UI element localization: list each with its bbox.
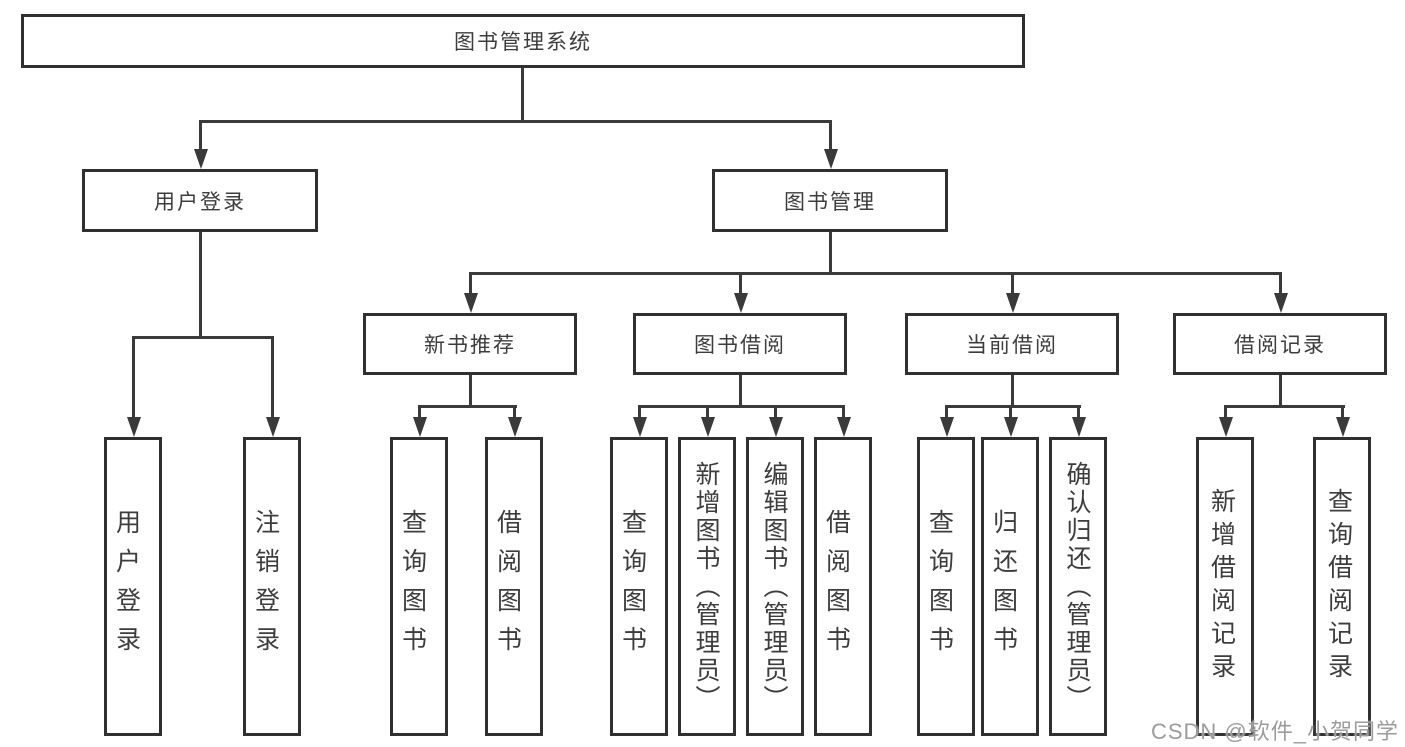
node-book-management: 图书管理 (712, 169, 948, 232)
arrowhead-down-icon (508, 417, 522, 437)
leaf-edit-books-admin: 编辑图书（管理员） (746, 437, 804, 736)
leaf-logout: 注销登录 (243, 437, 301, 736)
arrowhead-down-icon (701, 417, 715, 437)
leaf-return-books: 归还图书 (981, 437, 1039, 736)
leaf-query-books-borrow: 查询图书 (610, 437, 668, 736)
connector-new-books-stem (469, 375, 472, 405)
node-user-login: 用户登录 (82, 169, 318, 232)
node-current-borrow: 当前借阅 (905, 313, 1119, 375)
connector-borrow-records-stem (1279, 375, 1282, 405)
arrowhead-down-icon (769, 417, 783, 437)
connector-book-borrow-branch (638, 405, 845, 408)
arrowhead-down-icon (940, 417, 954, 437)
connector-drop (774, 405, 777, 419)
connector-book-borrow-stem (739, 375, 742, 405)
connector-book-mgmt-stem (829, 232, 832, 272)
connector-current-borrow-stem (1011, 375, 1014, 405)
arrowhead-down-icon (1004, 417, 1018, 437)
arrowhead-down-icon (1274, 293, 1288, 313)
connector-drop (945, 405, 948, 419)
leaf-query-borrow-record: 查询借阅记录 (1313, 437, 1371, 736)
leaf-user-login: 用户登录 (104, 437, 162, 736)
connector-book-mgmt-branch (469, 272, 1282, 275)
leaf-add-books-admin: 新增图书（管理员） (678, 437, 736, 736)
arrowhead-down-icon (1072, 417, 1086, 437)
connector-drop-user-login (199, 120, 202, 151)
arrowhead-down-icon (633, 417, 647, 437)
arrowhead-down-icon (1336, 417, 1350, 437)
arrowhead-down-icon (734, 293, 748, 313)
leaf-query-books-recommend: 查询图书 (390, 437, 448, 736)
connector-drop-book-borrow (739, 272, 742, 295)
arrowhead-down-icon (266, 417, 280, 437)
csdn-watermark: CSDN @软件_小贺同学 (1150, 719, 1399, 744)
connector-drop (513, 405, 516, 419)
connector-drop (842, 405, 845, 419)
connector-drop (1224, 405, 1227, 419)
leaf-borrow-books: 借阅图书 (814, 437, 872, 736)
connector-drop-new-books (469, 272, 472, 295)
connector-drop (1077, 405, 1080, 419)
connector-root-branch (199, 120, 832, 123)
arrowhead-down-icon (194, 149, 208, 169)
arrowhead-down-icon (824, 149, 838, 169)
node-book-borrow: 图书借阅 (633, 313, 847, 375)
arrowhead-down-icon (464, 293, 478, 313)
arrowhead-down-icon (1006, 293, 1020, 313)
connector-user-login-branch (132, 336, 274, 339)
leaf-confirm-return-admin: 确认归还（管理员） (1049, 437, 1107, 736)
connector-drop-login-leaf (132, 336, 135, 419)
connector-drop (638, 405, 641, 419)
connector-drop (706, 405, 709, 419)
connector-drop-book-management (829, 120, 832, 151)
connector-drop-logout-leaf (271, 336, 274, 419)
connector-new-books-branch (418, 405, 517, 408)
arrowhead-down-icon (413, 417, 427, 437)
leaf-add-borrow-record: 新增借阅记录 (1196, 437, 1254, 736)
connector-drop (418, 405, 421, 419)
connector-user-login-stem (199, 232, 202, 336)
connector-drop-current-borrow (1011, 272, 1014, 295)
node-borrow-records: 借阅记录 (1173, 313, 1387, 375)
connector-borrow-records-branch (1224, 405, 1345, 408)
arrowhead-down-icon (127, 417, 141, 437)
connector-drop (1009, 405, 1012, 419)
arrowhead-down-icon (1219, 417, 1233, 437)
node-new-book-recommend: 新书推荐 (363, 313, 577, 375)
connector-root-stem (521, 68, 524, 120)
arrowhead-down-icon (837, 417, 851, 437)
leaf-query-books-current: 查询图书 (917, 437, 975, 736)
connector-drop-borrow-records (1279, 272, 1282, 295)
leaf-borrow-books-recommend: 借阅图书 (485, 437, 543, 736)
connector-current-borrow-branch (945, 405, 1081, 408)
node-root: 图书管理系统 (21, 14, 1025, 68)
connector-drop (1341, 405, 1344, 419)
